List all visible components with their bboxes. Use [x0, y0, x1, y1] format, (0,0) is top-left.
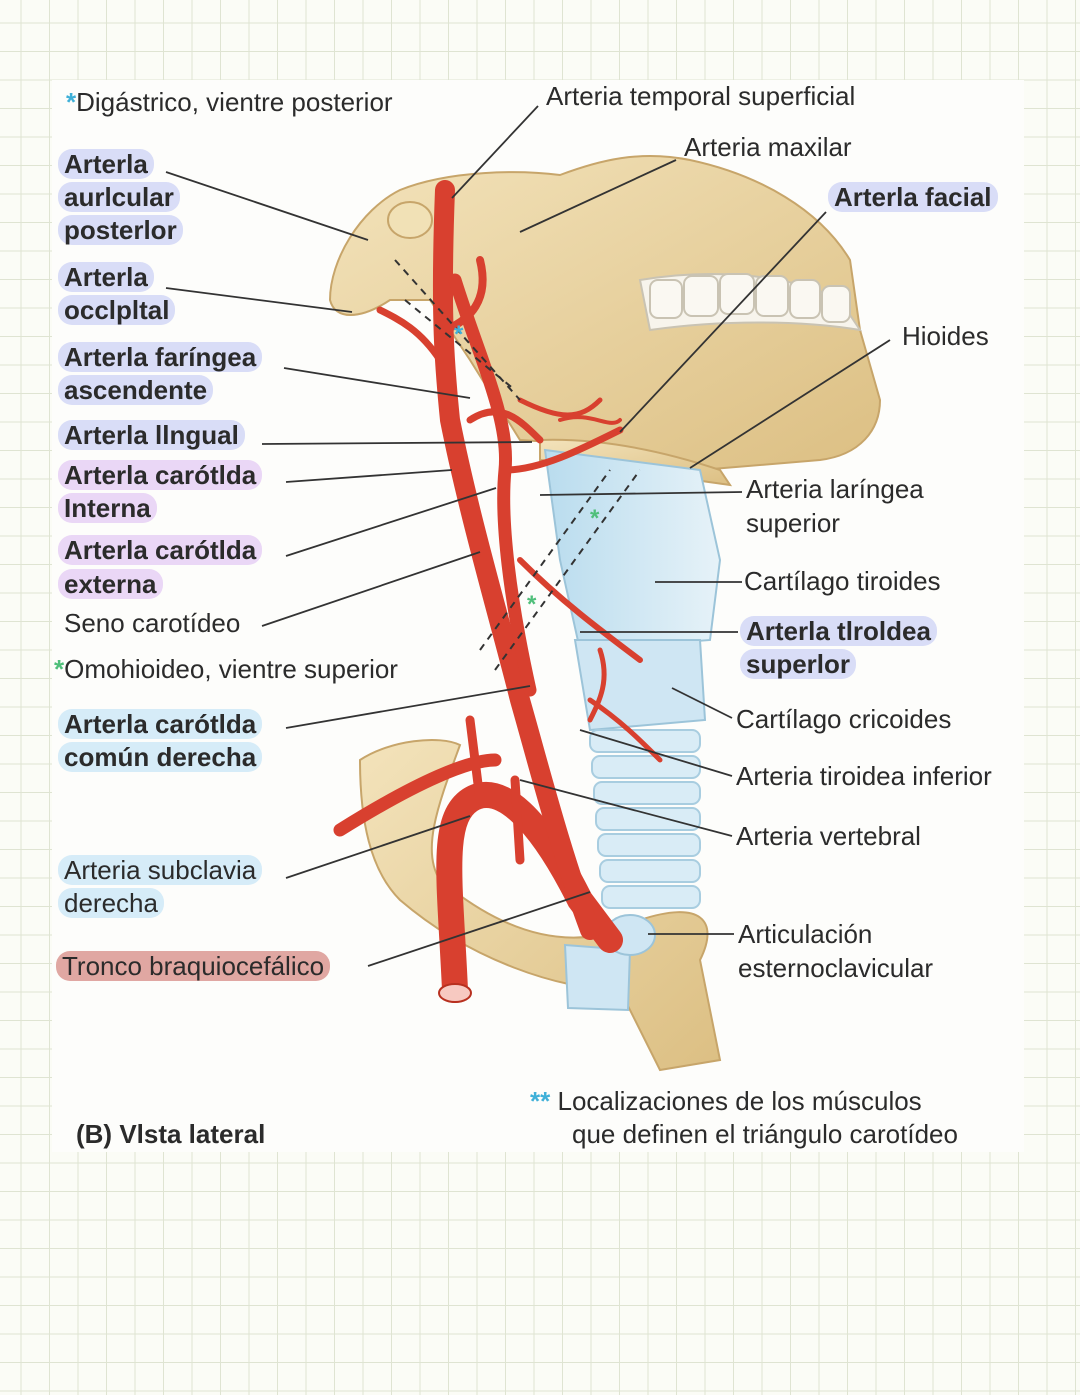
digastric-asterisk-mark: * — [454, 321, 464, 348]
label-arteria-faringea: Arterla faríngea ascendente — [58, 341, 263, 407]
label-arteria-maxilar: Arteria maxilar — [684, 132, 852, 162]
label-arteria-auricular: Arterla aurlcular posterlor — [58, 148, 183, 247]
label-hioides: Hioides — [902, 321, 989, 351]
label-arteria-subclavia: Arteria subclavia derecha — [58, 854, 263, 920]
arteries — [333, 180, 663, 1003]
label-tiroidea-inferior: Arteria tiroidea inferior — [736, 761, 992, 791]
label-carotida-externa: Arterla carótlda externa — [58, 533, 263, 601]
label-seno-carotideo: Seno carotídeo — [64, 608, 241, 638]
label-tiroidea-superior: Arterla tlroldea superlor — [740, 615, 937, 681]
label-arteria-facial: Arterla facial — [828, 181, 998, 214]
label-carotida-comun: Arterla carótlda común derecha — [58, 708, 263, 774]
larynx-trachea — [543, 448, 722, 909]
leader-lines — [165, 105, 891, 967]
omohyoid-asterisk-mark-2: * — [527, 591, 537, 618]
label-digastrico: *Digástrico, vientre posterior — [66, 87, 393, 117]
label-cartilago-cricoides: Cartílago cricoides — [736, 704, 952, 734]
label-arteria-lingual: Arterla llngual — [58, 419, 245, 452]
label-arteria-vertebral: Arteria vertebral — [736, 821, 921, 851]
label-omohioideo: *Omohioideo, vientre superior — [54, 654, 398, 684]
label-arteria-temporal: Arteria temporal superficial — [546, 81, 856, 111]
legend-note: ** Localizaciones de los músculos — [530, 1086, 922, 1116]
label-carotida-interna: Arterla carótlda Interna — [58, 459, 263, 525]
omohyoid-asterisk-mark-1: * — [590, 505, 600, 532]
label-cartilago-tiroides: Cartílago tiroides — [744, 566, 941, 596]
label-tronco-braquiocefalico: Tronco braquiocefálico — [56, 950, 331, 983]
legend-note-line-2: que definen el triángulo carotídeo — [572, 1119, 958, 1149]
label-arteria-occipital: Arterla occlpltal — [58, 261, 176, 327]
figure-caption: (B) Vlsta lateral — [76, 1119, 266, 1149]
teeth — [649, 273, 851, 323]
muscle-dashed-lines — [394, 259, 641, 671]
clavicle-sternum — [358, 739, 722, 1072]
